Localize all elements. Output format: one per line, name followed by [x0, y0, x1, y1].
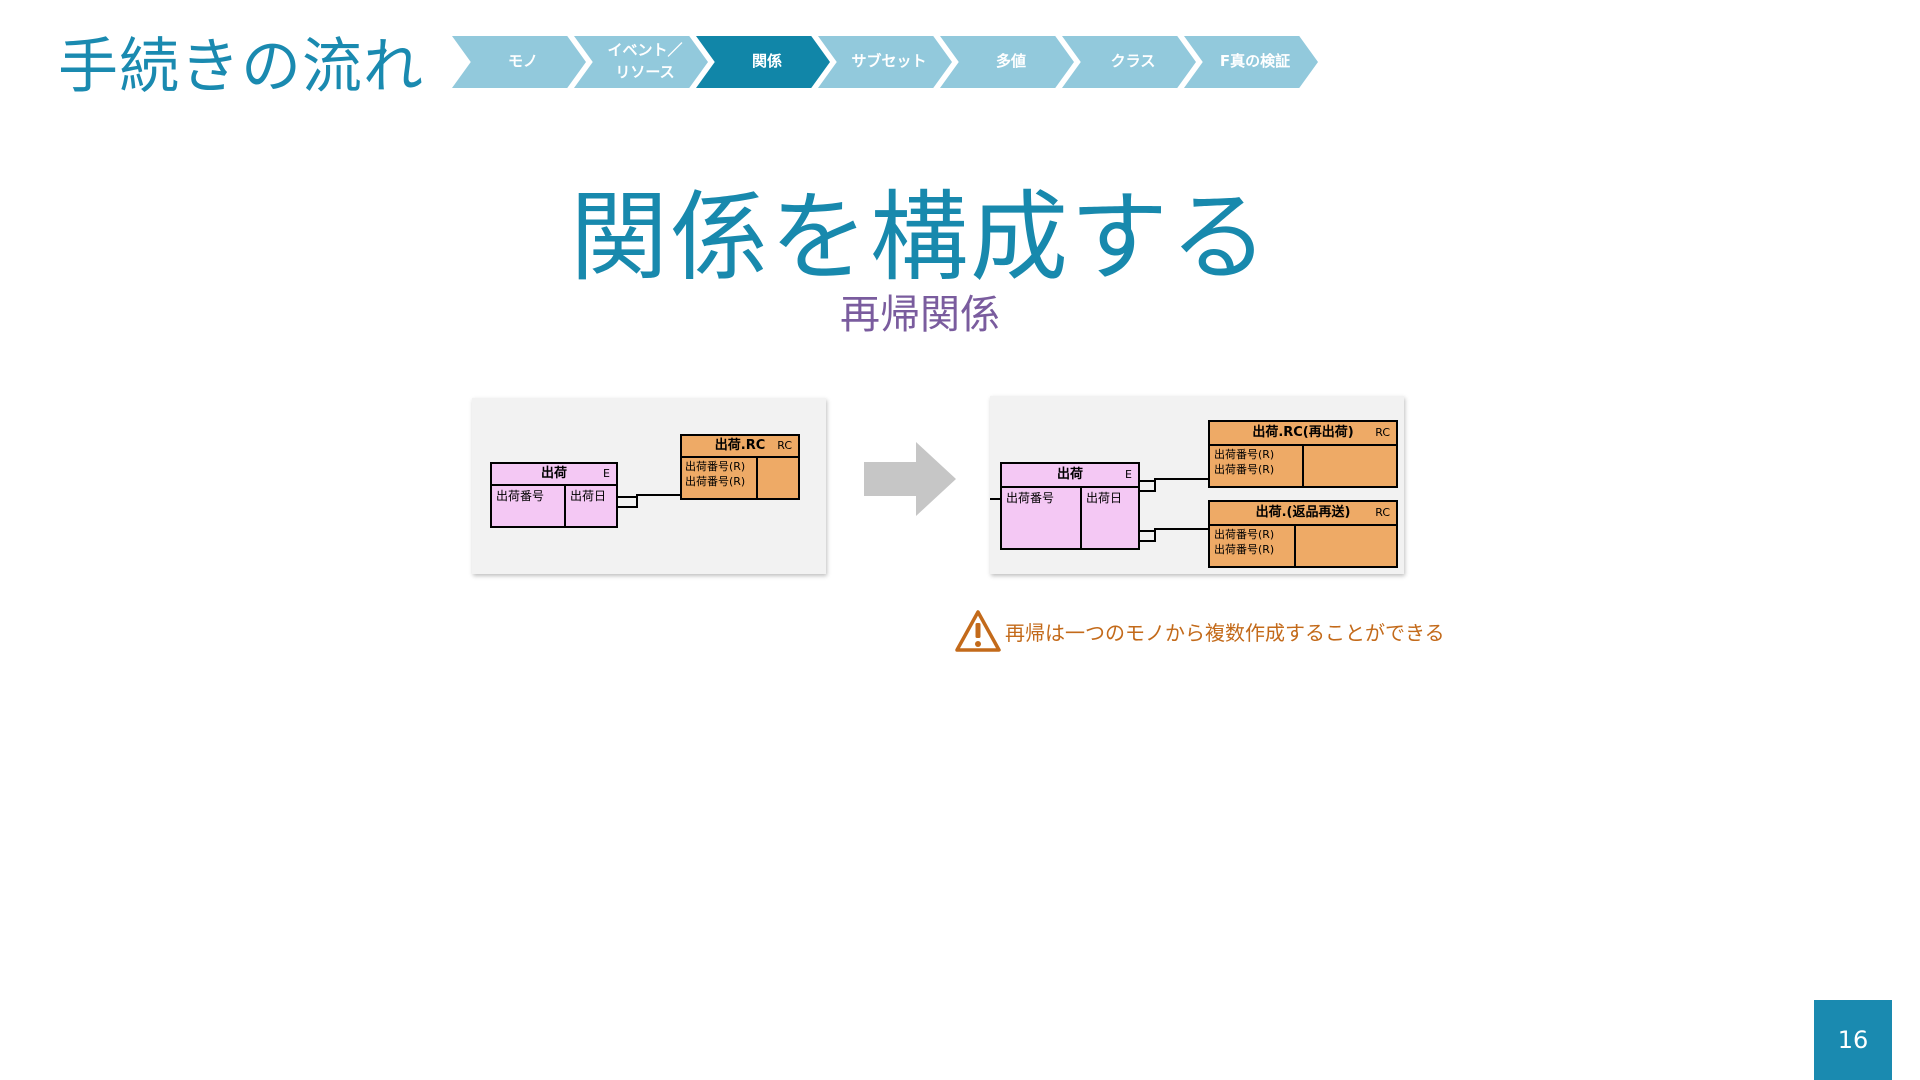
- connector: [1140, 490, 1156, 492]
- divider: [1294, 524, 1296, 566]
- step-subset[interactable]: サブセット: [818, 36, 952, 88]
- transform-arrow-icon: [864, 442, 956, 516]
- rc-name: 出荷.(返品再送): [1255, 505, 1351, 520]
- rc-name: 出荷.RC: [714, 438, 766, 453]
- rc-tag: RC: [1375, 506, 1390, 519]
- connector: [636, 494, 696, 496]
- entity-tag: E: [1125, 468, 1132, 481]
- connector: [1140, 480, 1156, 482]
- connector: [1140, 530, 1156, 532]
- slide-subtitle: 再帰関係: [840, 292, 1000, 338]
- entity-rc-reship: 出荷.RC(再出荷) RC 出荷番号(R) 出荷番号(R): [1208, 420, 1398, 488]
- process-steps: モノ イベント／ リソース 関係 サブセット 多値 クラス F真の検証: [452, 36, 1332, 88]
- divider: [1302, 444, 1304, 486]
- step-multivalue[interactable]: 多値: [940, 36, 1074, 88]
- connector: [1154, 530, 1156, 542]
- slide-title: 関係を構成する: [569, 181, 1270, 295]
- diagram-after-panel: 出荷 E 出荷番号 出荷日 出荷.RC(再出荷) RC 出荷番号(R) 出荷番号…: [990, 396, 1404, 574]
- warning-note: 再帰は一つのモノから複数作成することができる: [955, 610, 1445, 652]
- divider: [564, 484, 566, 526]
- connector: [618, 506, 638, 508]
- connector: [1154, 528, 1212, 530]
- connector: [990, 498, 1000, 500]
- step-relation[interactable]: 関係: [696, 36, 830, 88]
- entity-name: 出荷: [540, 466, 567, 481]
- page-number: 16: [1814, 1000, 1892, 1080]
- entity-key: 出荷番号: [1006, 491, 1055, 505]
- step-verification[interactable]: F真の検証: [1184, 36, 1318, 88]
- rc-name: 出荷.RC(再出荷): [1252, 425, 1354, 440]
- entity-shipment: 出荷 E 出荷番号 出荷日: [490, 462, 618, 528]
- entity-name: 出荷: [1056, 467, 1083, 482]
- entity-rc-return: 出荷.(返品再送) RC 出荷番号(R) 出荷番号(R): [1208, 500, 1398, 568]
- step-class[interactable]: クラス: [1062, 36, 1196, 88]
- rc-tag: RC: [1375, 426, 1390, 439]
- connector: [636, 496, 638, 508]
- entity-rc: 出荷.RC RC 出荷番号(R) 出荷番号(R): [680, 434, 800, 500]
- rc-fields: 出荷番号(R) 出荷番号(R): [1214, 448, 1275, 476]
- rc-tag: RC: [777, 439, 792, 452]
- connector: [1140, 540, 1156, 542]
- entity-tag: E: [603, 467, 610, 480]
- connector: [1154, 478, 1212, 480]
- divider: [1080, 486, 1082, 548]
- entity-attr: 出荷日: [570, 489, 607, 503]
- step-event-resource[interactable]: イベント／ リソース: [574, 36, 708, 88]
- warning-icon: [955, 610, 1001, 652]
- entity-shipment: 出荷 E 出荷番号 出荷日: [1000, 462, 1140, 550]
- divider: [756, 456, 758, 498]
- entity-key: 出荷番号: [496, 489, 545, 503]
- step-mono[interactable]: モノ: [452, 36, 586, 88]
- entity-attr: 出荷日: [1086, 491, 1123, 505]
- connector: [618, 496, 636, 498]
- rc-fields: 出荷番号(R) 出荷番号(R): [1214, 528, 1275, 556]
- warning-text: 再帰は一つのモノから複数作成することができる: [1005, 620, 1445, 645]
- connector: [1154, 480, 1156, 492]
- rc-fields: 出荷番号(R) 出荷番号(R): [685, 460, 746, 488]
- section-title: 手続きの流れ: [58, 32, 424, 102]
- diagram-before-panel: 出荷 E 出荷番号 出荷日 出荷.RC RC 出荷番号(R) 出荷番号(R): [472, 398, 826, 574]
